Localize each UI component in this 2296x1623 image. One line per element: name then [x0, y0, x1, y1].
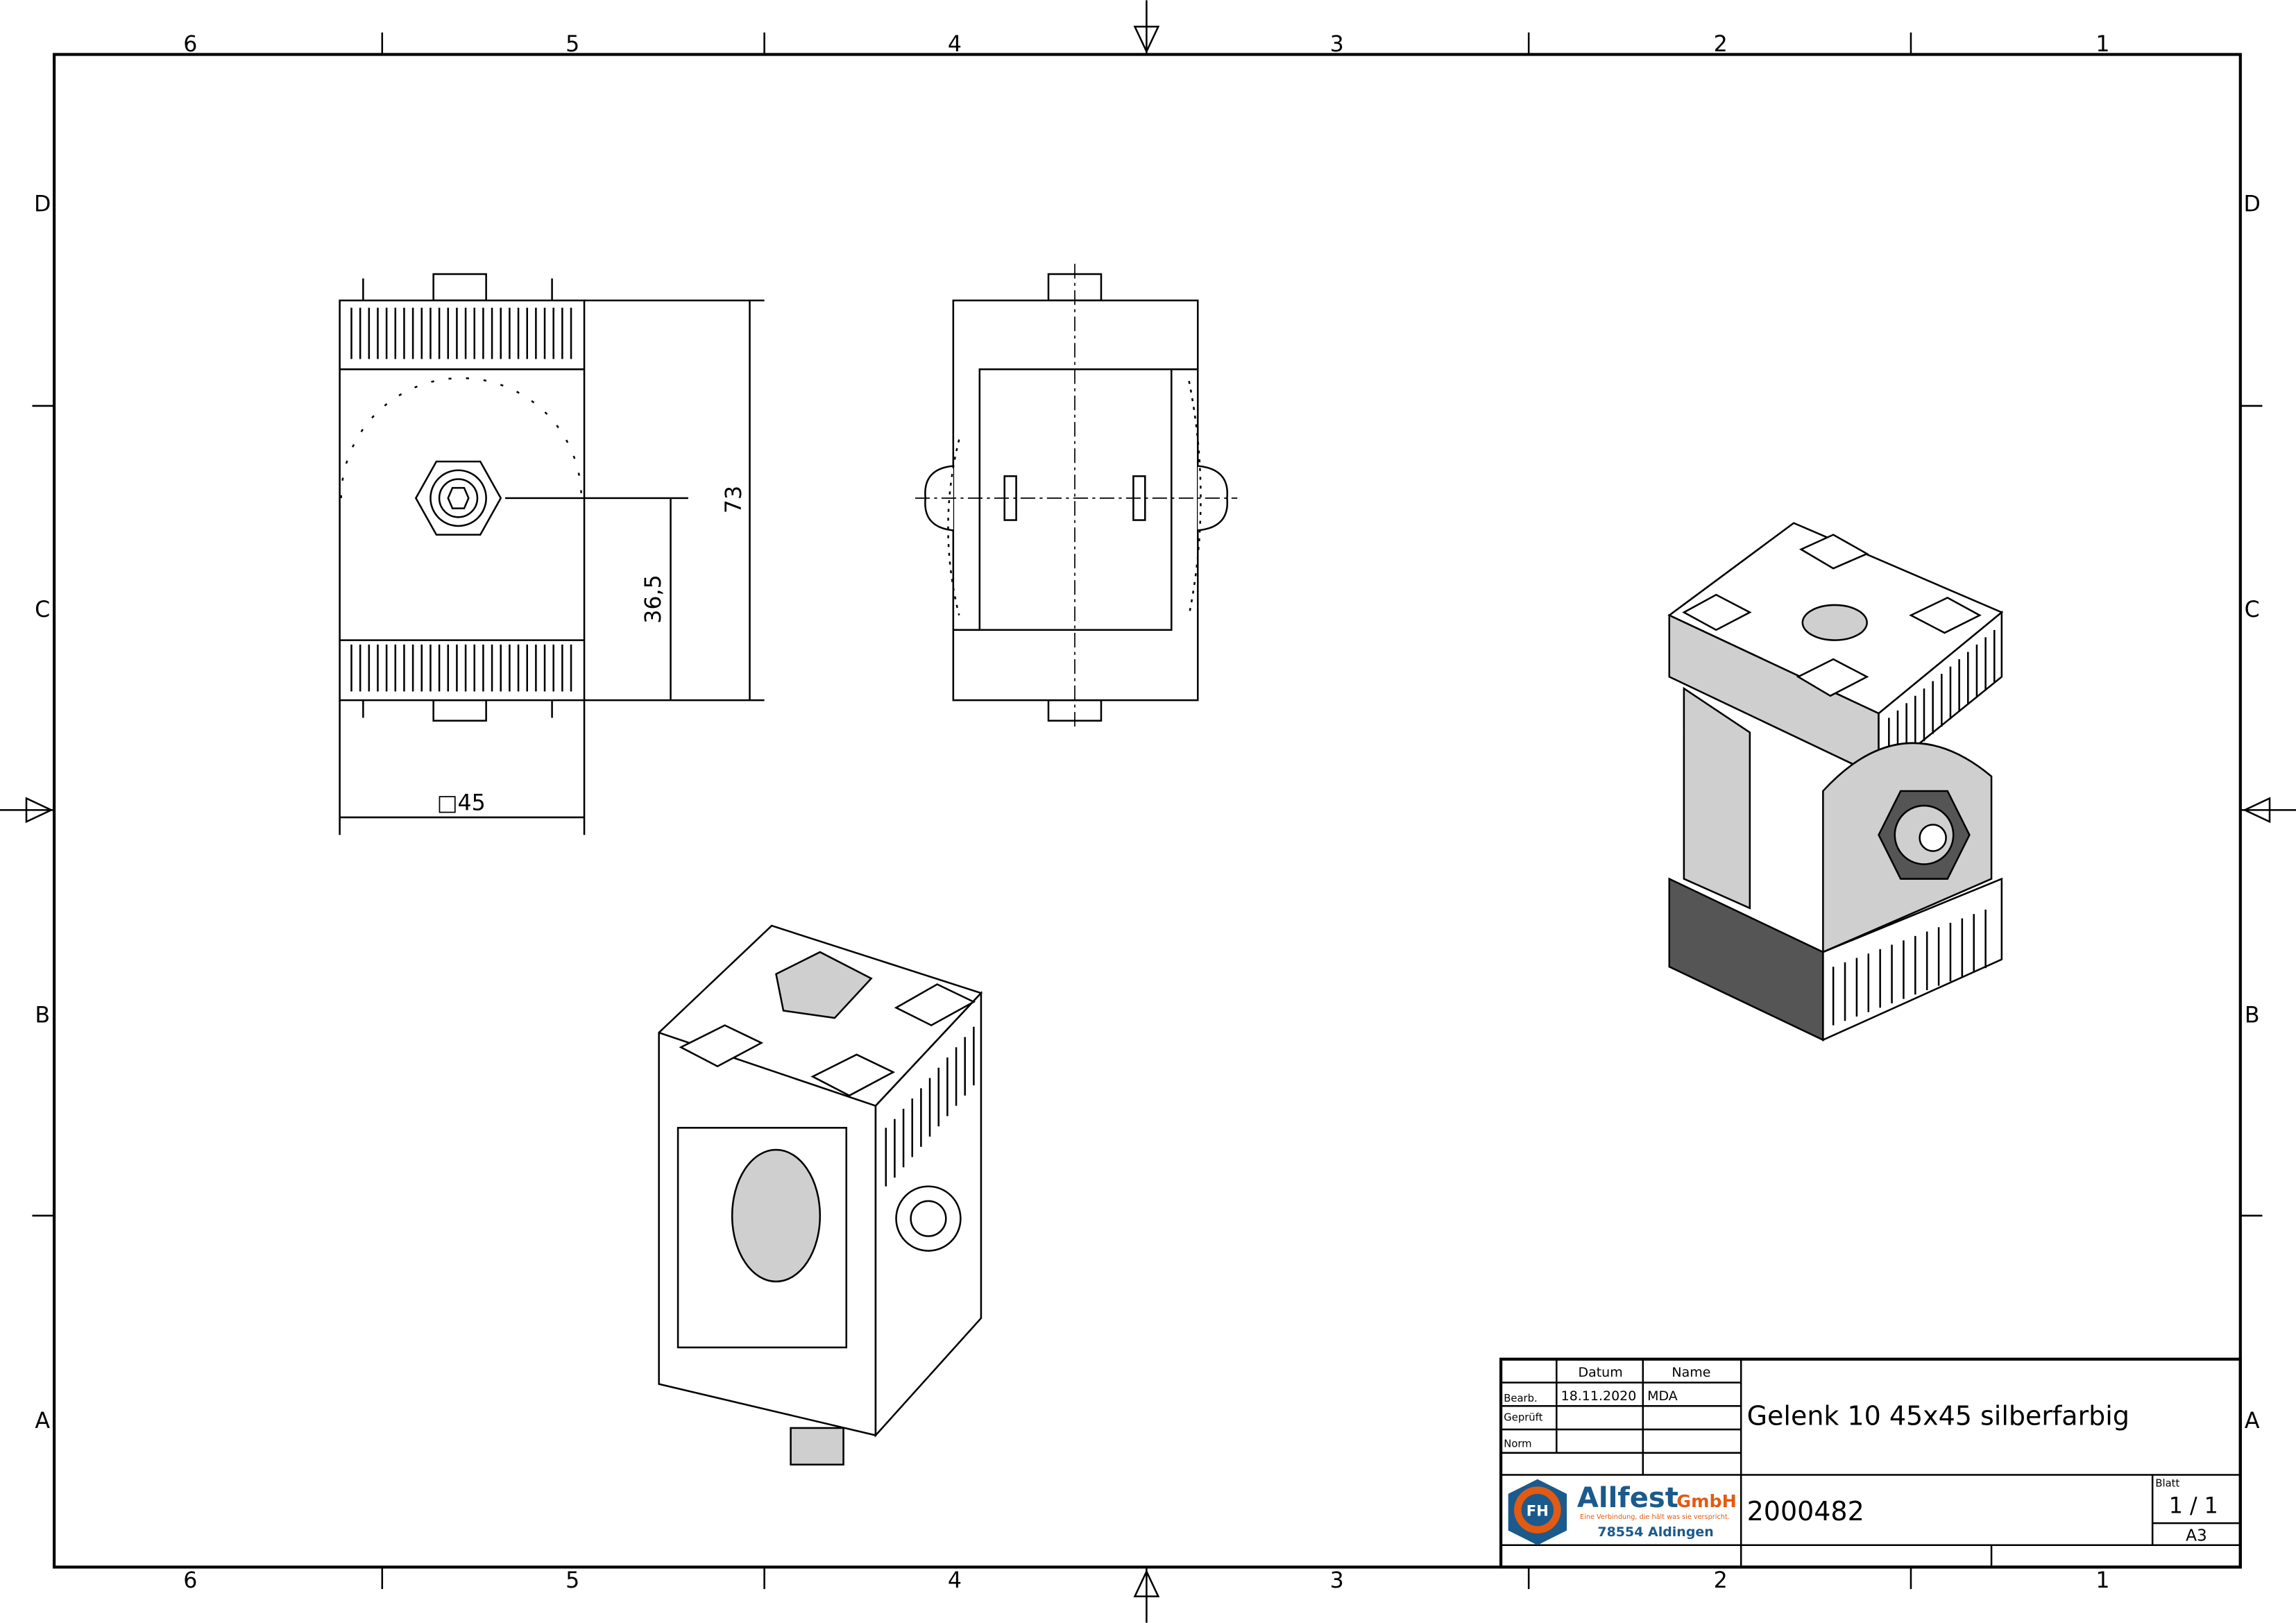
- side-view: [915, 264, 1238, 730]
- row-label: B: [2245, 1003, 2260, 1028]
- column-header-name: Name: [1672, 1365, 1710, 1380]
- row-label: B: [35, 1003, 50, 1028]
- bearb-date: 18.11.2020: [1561, 1388, 1637, 1404]
- column-label: 2: [1714, 1568, 1728, 1593]
- sheet-number: 1 / 1: [2169, 1493, 2218, 1518]
- drawing-number: 2000482: [1747, 1496, 1864, 1527]
- row-label-geprueft: Geprüft: [1504, 1411, 1542, 1423]
- row-label: C: [35, 597, 50, 622]
- row-label: D: [2244, 192, 2261, 216]
- logo-company: Allfest: [1577, 1482, 1678, 1514]
- dimensions: [339, 299, 765, 835]
- row-label-norm: Norm: [1504, 1438, 1531, 1450]
- row-label: A: [35, 1409, 50, 1434]
- column-label: 5: [566, 1568, 579, 1593]
- logo-slogan: Eine Verbindung, die hält was sie verspr…: [1580, 1513, 1730, 1521]
- logo-address: 78554 Aldingen: [1597, 1524, 1713, 1540]
- logo-suffix: GmbH: [1676, 1490, 1736, 1511]
- row-label: A: [2245, 1409, 2260, 1434]
- column-label: 6: [183, 1568, 197, 1593]
- column-label: 4: [948, 32, 962, 57]
- dimension-half-height: 36,5: [641, 575, 666, 623]
- column-label: 1: [2095, 32, 2109, 57]
- column-label: 2: [1714, 32, 1728, 57]
- row-label-bearb: Bearb.: [1504, 1393, 1537, 1404]
- paper-format: A3: [2186, 1526, 2207, 1545]
- row-label: C: [2245, 597, 2260, 622]
- company-logo: FH Allfest GmbH Eine Verbindung, die häl…: [1508, 1479, 1737, 1545]
- sheet-label: Blatt: [2155, 1477, 2179, 1489]
- front-view: [339, 273, 688, 722]
- column-header-date: Datum: [1578, 1365, 1622, 1380]
- column-label: 1: [2095, 1568, 2109, 1593]
- column-label: 3: [1330, 1568, 1344, 1593]
- column-label: 5: [566, 32, 579, 57]
- isometric-view-right: [1667, 522, 2004, 1042]
- dimension-height: 73: [722, 486, 747, 513]
- bearb-name: MDA: [1647, 1388, 1678, 1404]
- isometric-view-bottom: [658, 924, 983, 1465]
- column-label: 4: [948, 1568, 962, 1593]
- row-label: D: [34, 192, 51, 216]
- logo-initials: FH: [1527, 1502, 1549, 1520]
- column-label: 6: [183, 32, 197, 57]
- title-block: Datum Name Bearb. Geprüft Norm 18.11.202…: [1499, 1357, 2242, 1569]
- drawing-title: Gelenk 10 45x45 silberfarbig: [1747, 1401, 2129, 1431]
- column-label: 3: [1330, 32, 1344, 57]
- dimension-square: □45: [437, 790, 486, 815]
